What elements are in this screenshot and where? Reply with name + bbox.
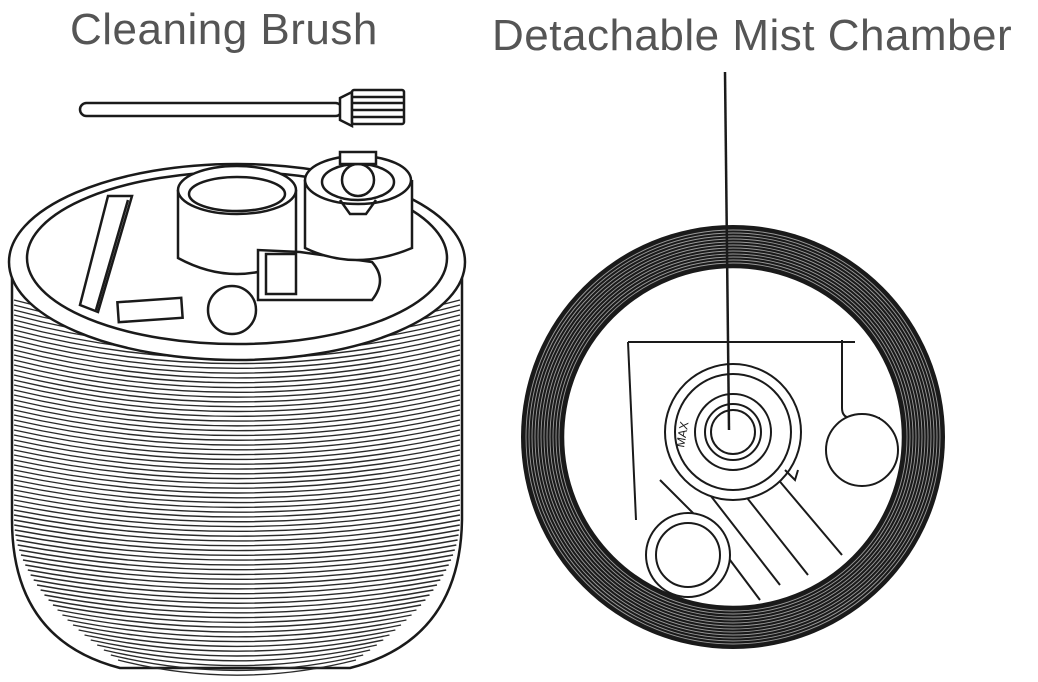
mist-chamber-label: Detachable Mist Chamber (492, 11, 1013, 60)
leader-line (723, 71, 731, 431)
max-fill-mark: MAX (673, 420, 691, 448)
cleaning-brush-label: Cleaning Brush (70, 5, 378, 54)
humidifier-base-illustration (7, 150, 467, 676)
cleaning-brush-illustration (78, 88, 406, 129)
mist-chamber-top-view-illustration: MAX (521, 225, 945, 649)
